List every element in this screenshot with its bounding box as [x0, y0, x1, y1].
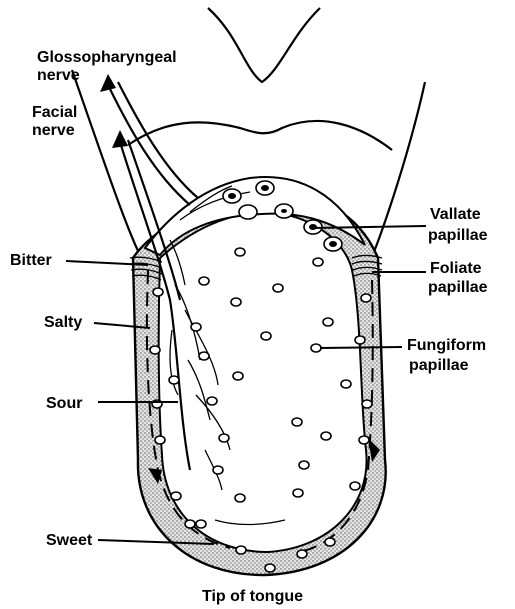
bitter-label: Bitter [10, 252, 52, 269]
foliate-label-line1: Foliate [430, 260, 482, 277]
glossopharyngeal-label-line1: Glossopharyngeal [37, 49, 177, 66]
facial-arrowhead [112, 130, 128, 148]
palate-arch [128, 121, 392, 150]
glossopharyngeal-arrowhead [100, 74, 116, 92]
foliate-label-line2: papillae [428, 279, 488, 296]
sweet-label: Sweet [46, 532, 93, 549]
fungiform-label-line1: Fungiform [407, 337, 486, 354]
vallate-label-line2: papillae [428, 227, 488, 244]
facial-label-line1: Facial [32, 104, 77, 121]
glossopharyngeal-nerve-trunk-b [118, 82, 198, 198]
salty-label: Salty [44, 314, 82, 331]
tip-of-tongue-label: Tip of tongue [202, 588, 303, 605]
sour-label: Sour [46, 395, 82, 412]
mouth-outline-right [370, 82, 425, 262]
tongue-inner-area [159, 212, 367, 552]
fungiform-label-line2: papillae [409, 357, 469, 374]
facial-label-line2: nerve [32, 122, 75, 139]
fungiform-leader [320, 347, 402, 348]
vallate-label-line1: Vallate [430, 206, 481, 223]
mouth-outline-left [72, 70, 140, 255]
uvula-outline [208, 8, 320, 82]
glossopharyngeal-label-line2: nerve [37, 67, 80, 84]
